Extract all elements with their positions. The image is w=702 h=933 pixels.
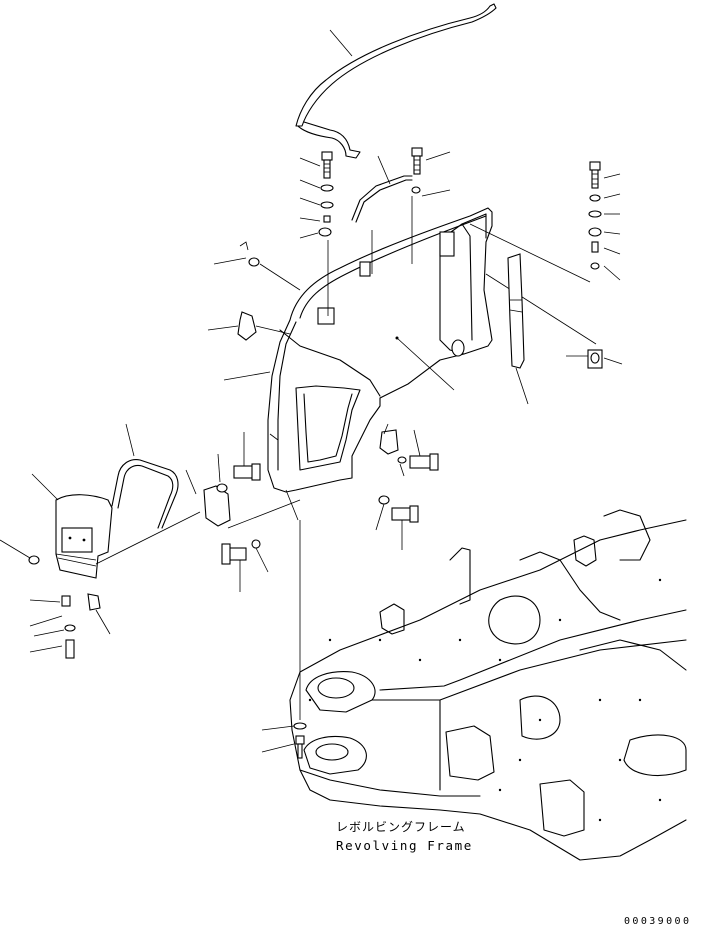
handle-bar	[111, 423, 197, 529]
bracket-right	[375, 423, 439, 550]
bolt-stack-center	[411, 147, 451, 197]
side-cover-frame	[223, 196, 493, 521]
frame-label-english: Revolving Frame	[336, 838, 473, 853]
stay-rod	[351, 155, 413, 223]
bolt-stack-right	[469, 161, 623, 369]
frame-label-japanese: レボルビングフレーム	[336, 820, 466, 834]
hinge-pin-assembly	[295, 3, 497, 159]
grommet	[29, 593, 111, 659]
rubber-seal	[507, 253, 529, 405]
bolt-stack-left	[299, 151, 334, 239]
revolving-frame	[289, 509, 687, 861]
cover-panel	[0, 473, 201, 579]
bracket	[203, 432, 301, 592]
bolt	[261, 520, 307, 759]
clip	[207, 241, 301, 341]
drawing-number: 00039000	[624, 916, 692, 927]
